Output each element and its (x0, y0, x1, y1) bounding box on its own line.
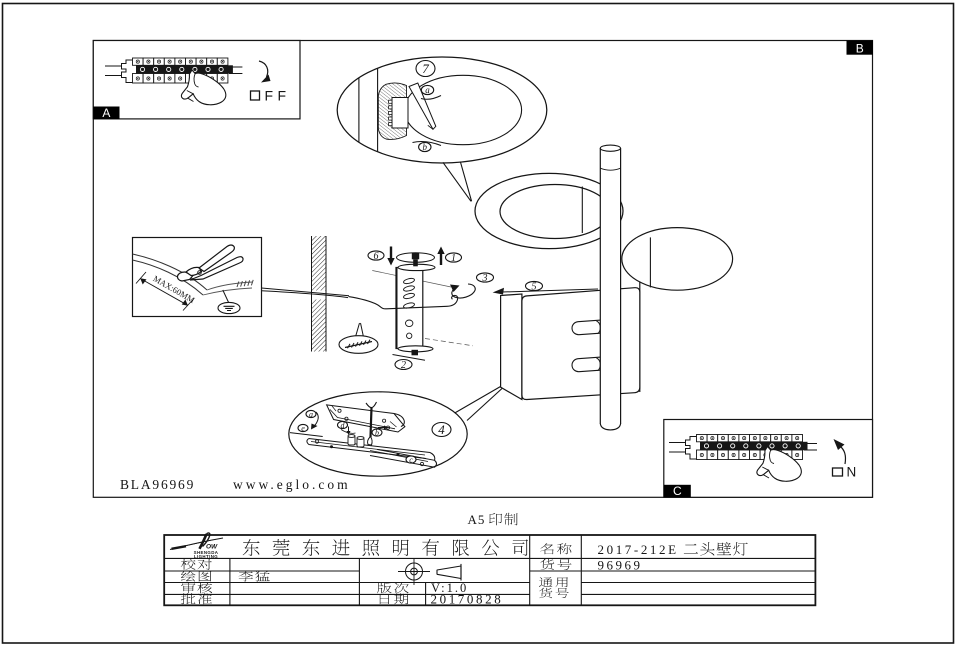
svg-text:b: b (423, 142, 428, 152)
svg-text:BLA96969: BLA96969 (120, 477, 195, 492)
svg-text:a: a (425, 85, 430, 95)
svg-text:FF: FF (265, 88, 291, 104)
svg-text:d: d (341, 421, 346, 430)
svg-text:LIGHTING: LIGHTING (194, 554, 218, 559)
svg-text:OW: OW (206, 544, 218, 551)
svg-text:1: 1 (451, 253, 456, 264)
svg-text:N: N (847, 464, 857, 479)
svg-text:2: 2 (401, 360, 406, 371)
svg-text:2017-212E: 2017-212E (598, 542, 679, 557)
svg-text:V:1.0: V:1.0 (431, 581, 468, 595)
svg-text:www.eglo.com: www.eglo.com (233, 477, 351, 492)
svg-text:e: e (301, 424, 305, 433)
svg-text:C: C (673, 484, 682, 498)
svg-text:96969: 96969 (598, 557, 643, 572)
svg-text:a: a (309, 410, 313, 419)
svg-text:7: 7 (422, 61, 429, 76)
svg-text:5: 5 (532, 282, 537, 293)
svg-text:c: c (409, 455, 413, 464)
svg-text:B: B (856, 41, 864, 55)
svg-text:6: 6 (374, 251, 379, 262)
svg-text:b: b (375, 428, 379, 437)
svg-text:4: 4 (438, 422, 445, 437)
svg-text:20170828: 20170828 (431, 591, 504, 606)
svg-text:3: 3 (482, 273, 488, 284)
svg-text:SHENGDA: SHENGDA (194, 550, 219, 555)
svg-text:A5: A5 (468, 512, 486, 527)
svg-text:A: A (102, 106, 110, 120)
